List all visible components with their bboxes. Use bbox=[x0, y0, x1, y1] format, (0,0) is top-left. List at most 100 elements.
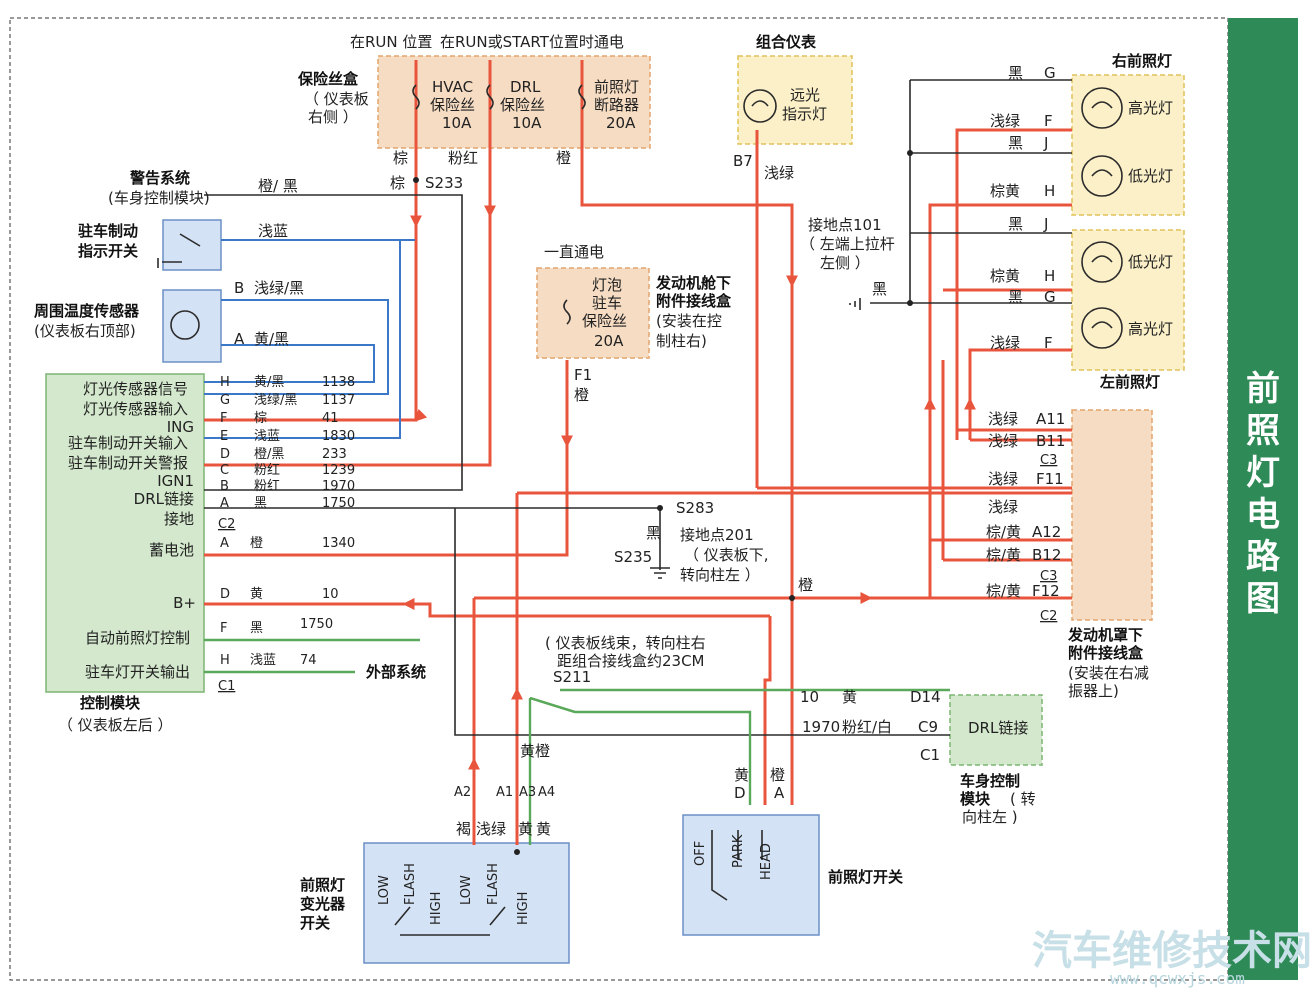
bcm-loc-1: ( 转 bbox=[1010, 790, 1036, 808]
cm-pin-10: D bbox=[220, 587, 230, 602]
dimmer-pos-0: LOW bbox=[377, 875, 392, 905]
lh-pin-h: H bbox=[1044, 267, 1055, 285]
g101-loc-1: （ 左端上拉杆 bbox=[800, 235, 895, 253]
uh-wire: 橙 bbox=[574, 386, 589, 404]
lh-wire-j: 黑 bbox=[1008, 215, 1023, 233]
cm-pin-9: A bbox=[220, 536, 229, 551]
hb-name-1: 发动机罩下 bbox=[1067, 626, 1143, 644]
watermark-url: www.qcwxjs.com bbox=[1110, 969, 1245, 988]
rh-wire-f: 浅绿 bbox=[990, 112, 1020, 130]
rh-pin-f: F bbox=[1044, 112, 1053, 130]
temp-pin-b: B bbox=[234, 279, 244, 297]
hb-pin-b11: B11 bbox=[1036, 432, 1065, 450]
splice-s211: S211 bbox=[553, 668, 591, 686]
cluster-lamp-2: 指示灯 bbox=[782, 105, 827, 123]
park-brake-name-2: 指示开关 bbox=[78, 242, 138, 260]
lh-pin-j: J bbox=[1043, 215, 1048, 233]
cm-wire-9: 橙 bbox=[250, 536, 263, 551]
cluster-wire: 浅绿 bbox=[764, 164, 794, 182]
cm-label-7: DRL链接 bbox=[134, 490, 194, 508]
cluster-pin: B7 bbox=[733, 152, 753, 170]
cm-num-12: 74 bbox=[300, 653, 317, 668]
dimmer-pos-1: FLASH bbox=[403, 863, 418, 905]
rh-high: 高光灯 bbox=[1128, 99, 1173, 117]
cm-pin-12: H bbox=[220, 653, 230, 668]
cm-wire-4: 橙/黑 bbox=[254, 447, 284, 462]
cm-wire-12: 浅蓝 bbox=[250, 653, 276, 668]
lh-pin-f: F bbox=[1044, 334, 1053, 352]
uh-loc-1: (安装在控 bbox=[656, 312, 722, 330]
bcm-name-2: 模块 bbox=[960, 790, 991, 808]
hs-pos-off: OFF bbox=[693, 841, 708, 866]
dimmer-positions: LOW FLASH HIGH LOW FLASH HIGH bbox=[377, 863, 531, 925]
cm-pin-2: F bbox=[220, 411, 227, 426]
title-char-3: 灯 bbox=[1246, 453, 1280, 493]
hb-loc-2: 振器上) bbox=[1068, 682, 1119, 700]
cm-wire-3: 浅蓝 bbox=[254, 429, 280, 444]
dimmer-name-2: 变光器 bbox=[300, 895, 346, 913]
right-headlamp-box bbox=[1071, 74, 1185, 216]
hb-pin-a11: A11 bbox=[1036, 410, 1065, 428]
temp-sensor-loc: (仪表板右顶部) bbox=[34, 322, 136, 340]
bcm-name-1: 车身控制 bbox=[960, 772, 1020, 790]
control-module-loc: （ 仪表板左后 ） bbox=[58, 716, 173, 734]
control-module-rows: 灯光传感器信号 H 黄/黑 1138 灯光传感器输入 G 浅绿/黑 1137 F… bbox=[68, 375, 355, 694]
dimmer-pin-a2: A2 bbox=[454, 785, 471, 800]
dimmer-wire-a2: 褐 bbox=[456, 820, 471, 838]
cm-num-9: 1340 bbox=[322, 536, 355, 551]
fuse-hvac-name: HVAC bbox=[432, 78, 473, 96]
hs-pos-park: PARK bbox=[731, 834, 746, 868]
cm-num-11: 1750 bbox=[300, 617, 333, 632]
warning-sub: (车身控制模块) bbox=[108, 189, 210, 207]
bcm-box-label: DRL链接 bbox=[968, 719, 1028, 737]
hb-wire-a12: 棕/黄 bbox=[986, 523, 1021, 541]
harness-note-2: 距组合接线盒约23CM bbox=[557, 652, 705, 670]
uh-name-2: 附件接线盒 bbox=[656, 292, 732, 310]
temp-wire-b: 浅绿/黑 bbox=[254, 279, 304, 297]
title-char-2: 照 bbox=[1246, 411, 1280, 451]
fuse-drl-name: DRL bbox=[510, 78, 541, 96]
bcm-pin-d14: D14 bbox=[910, 688, 941, 706]
hb-wire-f11: 浅绿 bbox=[988, 470, 1018, 488]
cm-c2: C2 bbox=[218, 517, 235, 532]
rh-pin-h: H bbox=[1044, 182, 1055, 200]
hb-pin-c3-a: C3 bbox=[1040, 453, 1057, 468]
cm-wire-1: 浅绿/黑 bbox=[254, 393, 297, 408]
cluster-name: 组合仪表 bbox=[756, 33, 817, 51]
cm-pin-0: H bbox=[220, 375, 230, 390]
hb-pin-f11: F11 bbox=[1036, 470, 1064, 488]
rh-pin-j: J bbox=[1043, 134, 1048, 152]
lh-name: 左前照灯 bbox=[1099, 373, 1160, 391]
underhood-fuse-box bbox=[536, 267, 650, 359]
lh-wire-h: 棕黄 bbox=[990, 267, 1020, 285]
hb-wire-b12: 棕/黄 bbox=[986, 546, 1021, 564]
external-system: 外部系统 bbox=[365, 663, 426, 681]
hood-box-pins: 浅绿 A11 浅绿 B11 C3 浅绿 F11 浅绿 棕/黄 A12 棕/黄 B… bbox=[986, 410, 1065, 624]
warning-name: 警告系统 bbox=[129, 169, 190, 187]
temp-sensor-name: 周围温度传感器 bbox=[34, 302, 140, 320]
cm-label-0: 灯光传感器信号 bbox=[83, 380, 188, 398]
title-char-4: 电 bbox=[1246, 495, 1280, 535]
hb-wire-a11: 浅绿 bbox=[988, 410, 1018, 428]
wire-brown-1: 棕 bbox=[393, 149, 408, 167]
fuse-symbols bbox=[412, 84, 586, 325]
bcm-pin-c9: C9 bbox=[918, 718, 938, 736]
splice-s233: S233 bbox=[425, 174, 463, 192]
hb-loc-1: (安装在右减 bbox=[1068, 664, 1149, 682]
harness-note-1: ( 仪表板线束，转向柱右 bbox=[545, 634, 706, 652]
bcm-loc-2: 向柱左 ) bbox=[962, 808, 1018, 826]
uh-name-1: 发动机舱下 bbox=[655, 274, 731, 292]
title-char-6: 图 bbox=[1246, 579, 1280, 619]
fuse-hvac-sub: 保险丝 bbox=[430, 96, 475, 114]
uh-box-1: 灯泡 bbox=[592, 276, 622, 294]
wire-brown-2: 棕 bbox=[390, 174, 405, 192]
fuse-hl-name: 前照灯 bbox=[594, 78, 639, 96]
hood-junction-box bbox=[1071, 409, 1153, 621]
cluster-lamp-1: 远光 bbox=[790, 86, 820, 104]
control-module-name: 控制模块 bbox=[80, 694, 141, 712]
bcm-drl-box bbox=[949, 694, 1043, 766]
cm-num-6: 1970 bbox=[322, 479, 355, 494]
fuse-box-name: 保险丝盒 bbox=[297, 70, 359, 88]
cm-num-5: 1239 bbox=[322, 463, 355, 478]
cm-pin-4: D bbox=[220, 447, 230, 462]
